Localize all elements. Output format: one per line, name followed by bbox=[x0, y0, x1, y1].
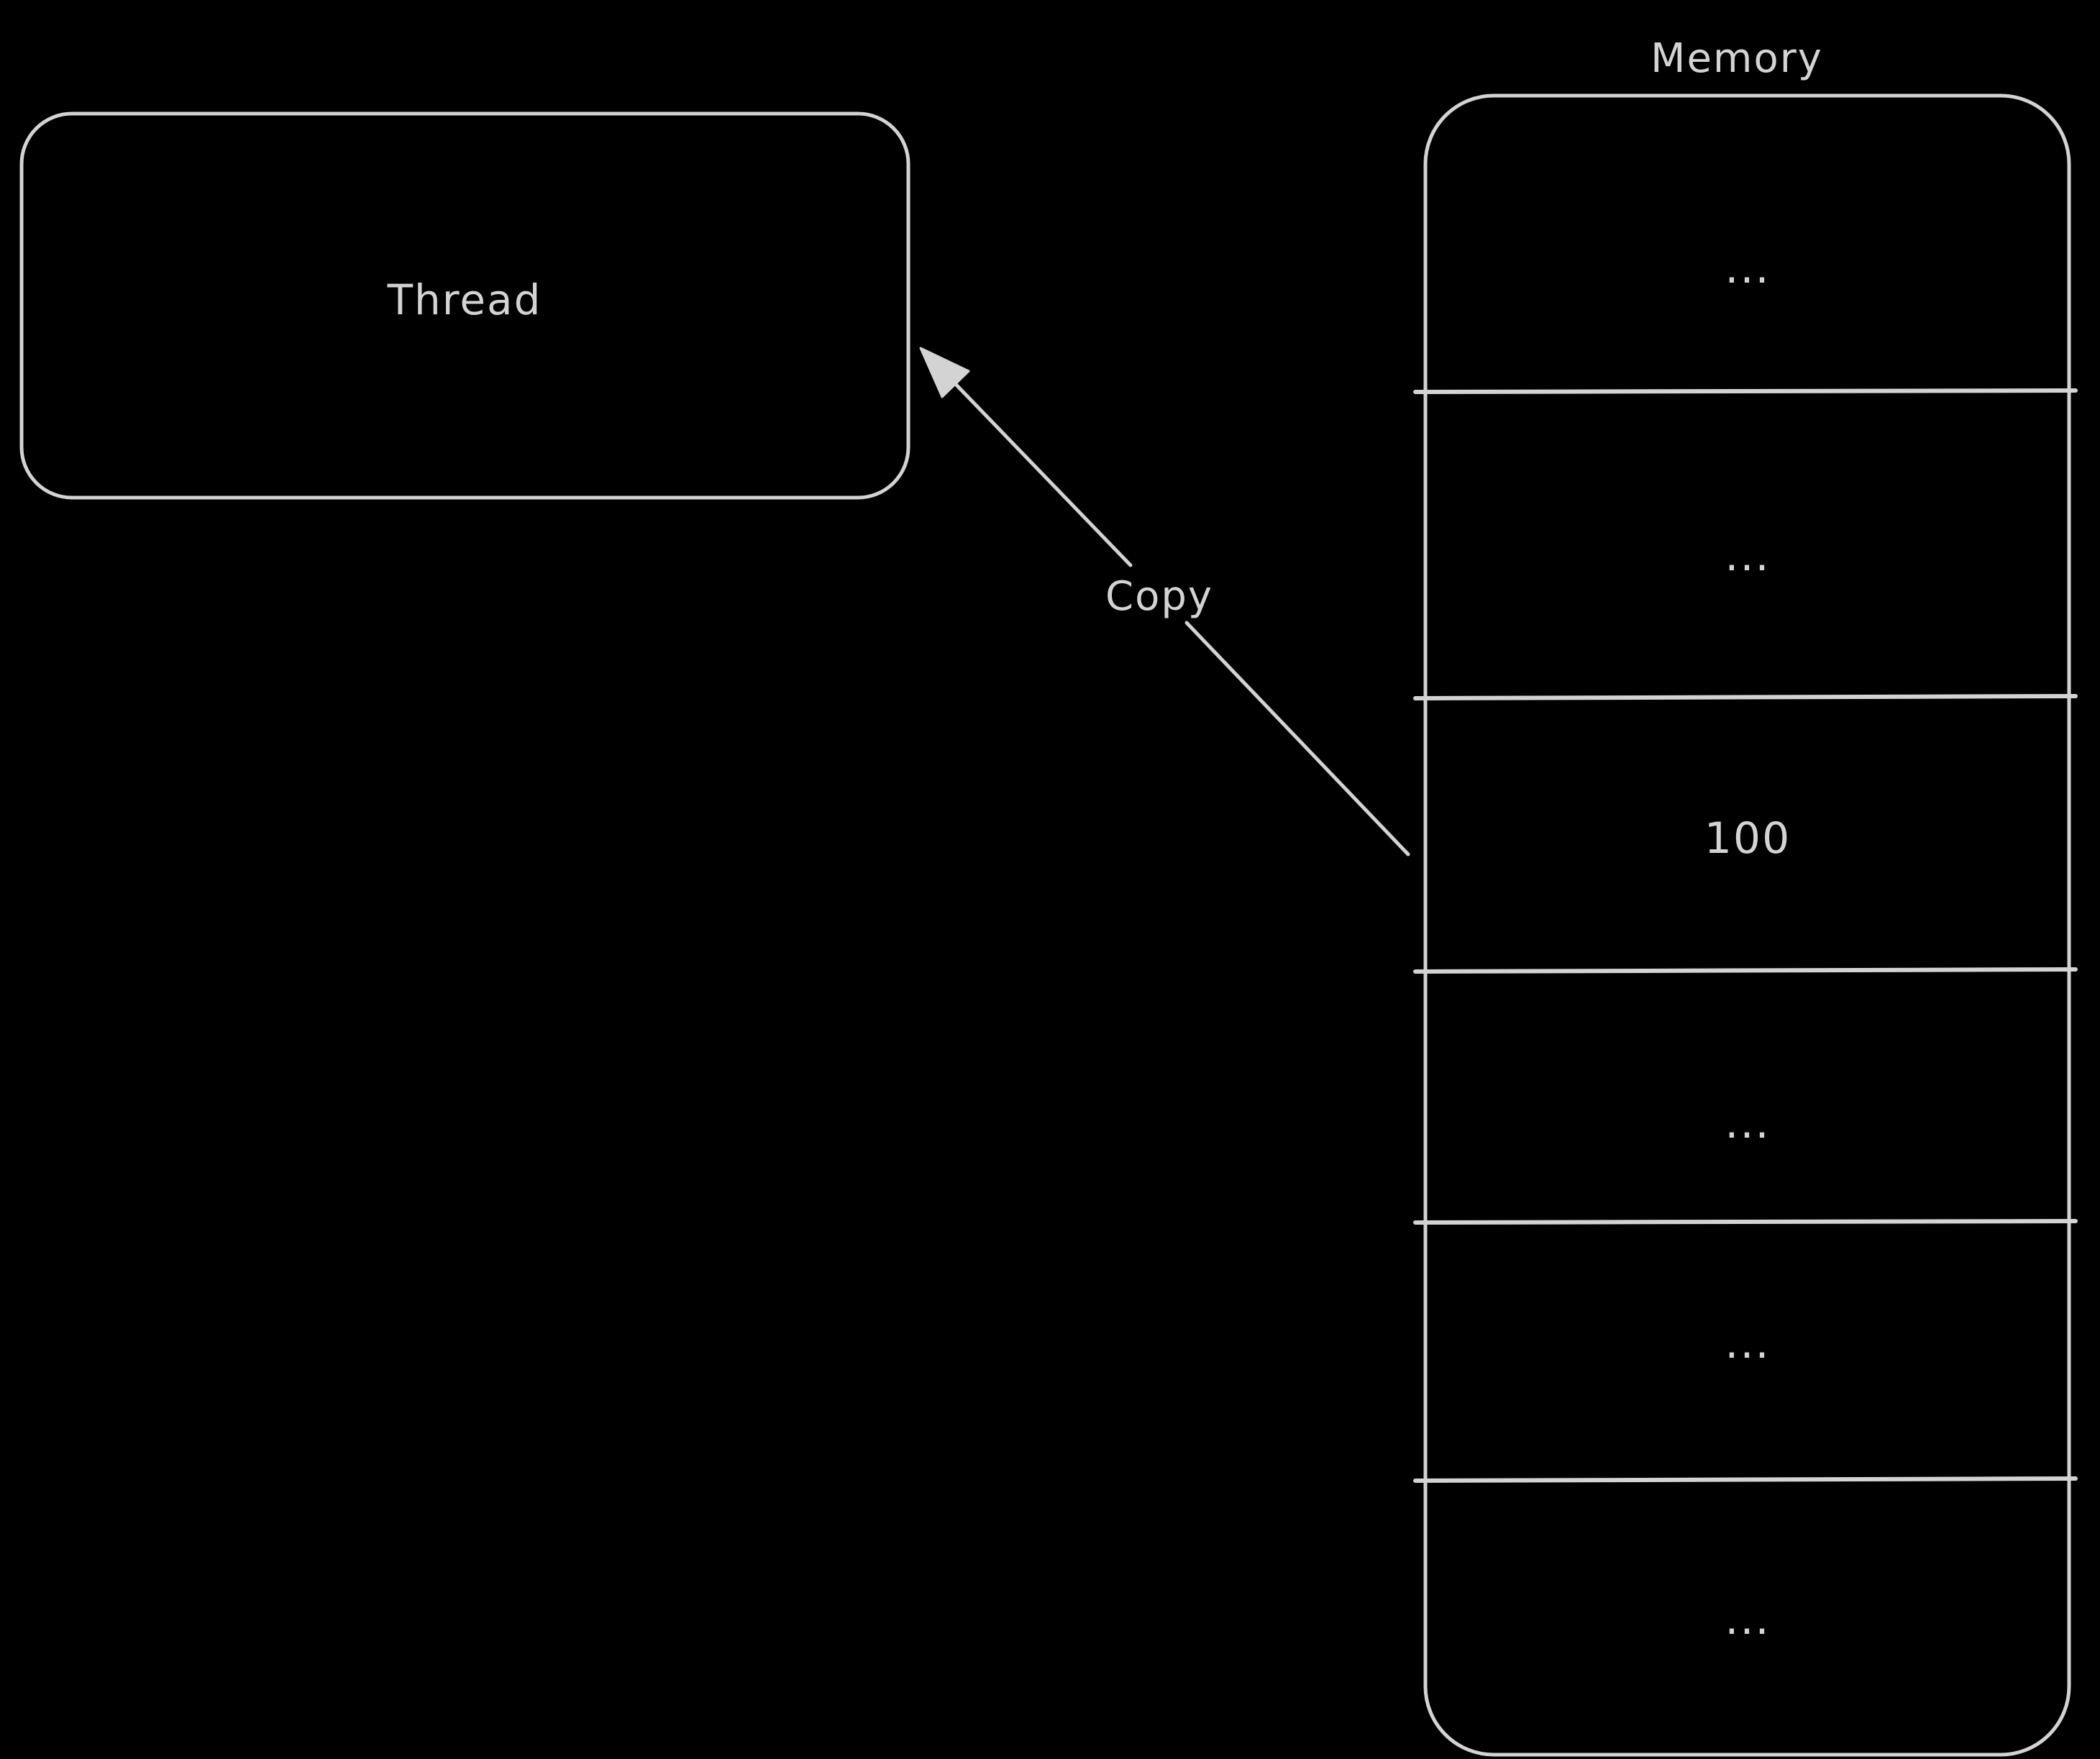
memory-cell-value: ... bbox=[1725, 1318, 1770, 1369]
memory-row-divider bbox=[1413, 694, 2078, 700]
thread-label: Thread bbox=[387, 275, 542, 324]
copy-arrow-line bbox=[926, 353, 1133, 567]
memory-cell-value: 100 bbox=[1704, 813, 1791, 864]
copy-arrow-label: Copy bbox=[1105, 573, 1213, 620]
memory-cell-value: ... bbox=[1725, 1098, 1770, 1148]
memory-row-divider bbox=[1413, 388, 2078, 394]
copy-arrow-head bbox=[919, 347, 970, 398]
memory-cell-value: ... bbox=[1725, 1594, 1770, 1645]
memory-box bbox=[1423, 93, 2071, 1757]
memory-cell-value: ... bbox=[1725, 243, 1770, 293]
thread-box bbox=[19, 111, 910, 500]
memory-row-divider bbox=[1413, 1219, 2078, 1225]
memory-row-divider bbox=[1413, 1476, 2078, 1483]
copy-arrow-line bbox=[1184, 621, 1410, 856]
memory-title: Memory bbox=[1651, 35, 1823, 82]
memory-cell-value: ... bbox=[1725, 531, 1770, 581]
memory-row-divider bbox=[1413, 967, 2078, 974]
